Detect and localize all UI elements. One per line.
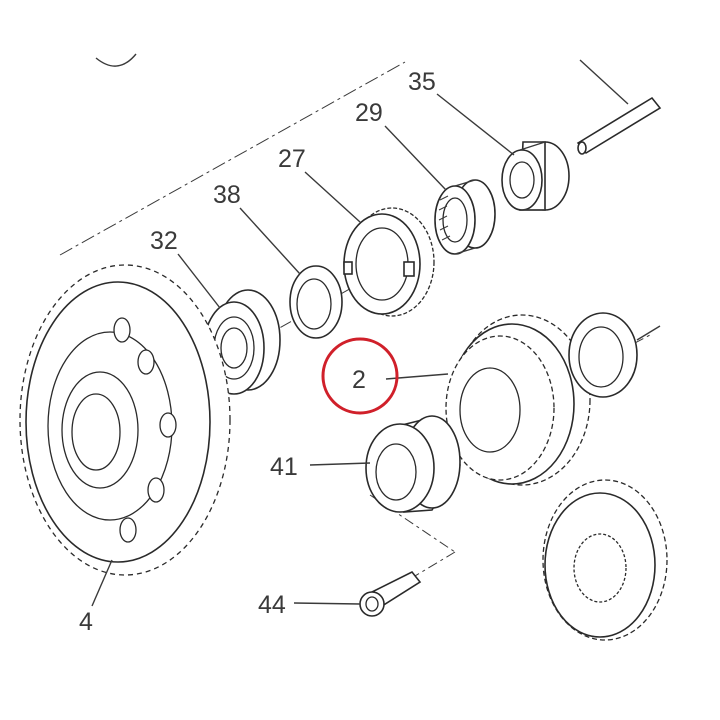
partial-part-arc xyxy=(95,53,137,67)
callout-35: 35 xyxy=(408,68,436,96)
callout-38: 38 xyxy=(213,181,241,209)
axis-line-main xyxy=(59,61,406,256)
callout-29: 29 xyxy=(355,99,383,127)
part-41-bushing xyxy=(365,415,461,513)
shaft xyxy=(576,59,662,155)
callout-44: 44 xyxy=(258,591,286,619)
washer-right xyxy=(568,312,661,398)
part-4-large-gear xyxy=(19,264,231,576)
part-35-sleeve xyxy=(501,141,570,211)
callout-labels: 35 29 27 38 32 2 41 44 4 xyxy=(79,68,436,636)
callout-4: 4 xyxy=(79,608,93,636)
callout-2: 2 xyxy=(352,366,366,394)
callout-27: 27 xyxy=(278,145,306,173)
part-27-synchro-ring xyxy=(343,207,435,317)
part-38-washer xyxy=(289,265,343,339)
axis-line-41 xyxy=(369,494,456,553)
part-2-gear xyxy=(445,314,591,486)
part-44-bolt xyxy=(359,570,422,617)
part-29-needle-bearing xyxy=(434,179,496,255)
spline-gear-bottom-right xyxy=(542,479,668,641)
callout-41: 41 xyxy=(270,453,298,481)
highlight-circle xyxy=(321,337,399,415)
callout-32: 32 xyxy=(150,227,178,255)
leader-lines xyxy=(91,93,515,607)
